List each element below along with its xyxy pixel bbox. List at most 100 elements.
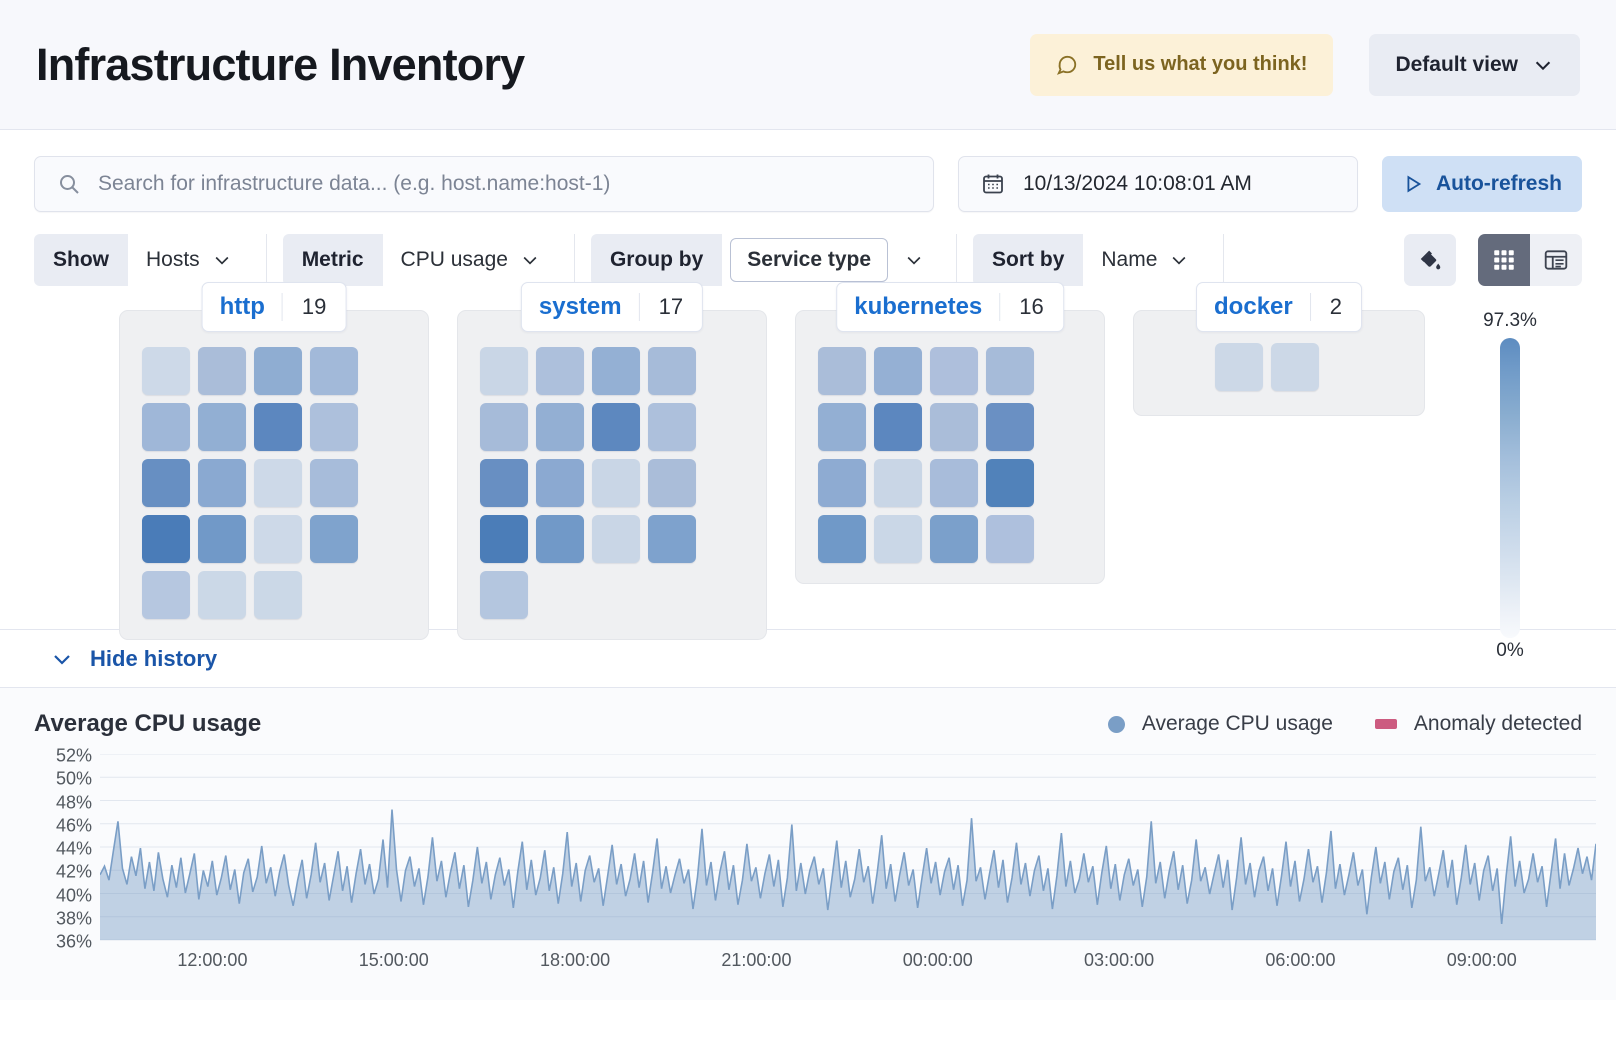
host-cell[interactable] — [142, 571, 190, 619]
auto-refresh-button[interactable]: Auto-refresh — [1382, 156, 1582, 212]
legend-min-value: 0% — [1496, 640, 1524, 661]
host-cell[interactable] — [818, 347, 866, 395]
host-cell[interactable] — [874, 347, 922, 395]
host-cell[interactable] — [198, 571, 246, 619]
host-cell[interactable] — [986, 459, 1034, 507]
grid-view-button[interactable] — [1478, 234, 1530, 286]
host-cell[interactable] — [480, 515, 528, 563]
host-cell[interactable] — [818, 515, 866, 563]
host-cell[interactable] — [930, 515, 978, 563]
host-cell[interactable] — [198, 347, 246, 395]
table-view-button[interactable] — [1530, 234, 1582, 286]
y-tick-label: 40% — [55, 885, 92, 905]
host-cell[interactable] — [480, 347, 528, 395]
host-cell[interactable] — [254, 571, 302, 619]
control-group-by-caret[interactable] — [888, 234, 940, 286]
host-cell[interactable] — [1215, 343, 1263, 391]
group-body — [795, 310, 1105, 584]
host-cell[interactable] — [254, 403, 302, 451]
host-cell[interactable] — [648, 459, 696, 507]
grid-view-icon — [1491, 247, 1517, 273]
legend-item-average-cpu-usage[interactable]: Average CPU usage — [1107, 712, 1333, 736]
host-cell[interactable] — [310, 403, 358, 451]
host-cell[interactable] — [1271, 343, 1319, 391]
host-cell[interactable] — [142, 347, 190, 395]
chart-title: Average CPU usage — [34, 710, 262, 737]
group-count: 19 — [281, 293, 345, 321]
control-group-by-value-text: Service type — [747, 248, 872, 271]
host-cell[interactable] — [648, 403, 696, 451]
host-cell[interactable] — [592, 515, 640, 563]
host-cell[interactable] — [592, 403, 640, 451]
host-cell[interactable] — [254, 515, 302, 563]
play-icon — [1402, 173, 1424, 195]
comment-icon — [1056, 54, 1078, 76]
host-cell[interactable] — [480, 459, 528, 507]
control-group-by: Group by Service type — [590, 234, 958, 286]
legend-label: Average CPU usage — [1141, 712, 1333, 735]
chevron-down-icon — [904, 250, 924, 270]
host-cell[interactable] — [310, 515, 358, 563]
host-cell[interactable] — [142, 459, 190, 507]
host-cell[interactable] — [986, 515, 1034, 563]
host-cell[interactable] — [142, 515, 190, 563]
host-cell[interactable] — [310, 459, 358, 507]
control-group-by-value[interactable]: Service type — [730, 238, 889, 282]
host-cell[interactable] — [198, 515, 246, 563]
color-fill-icon — [1417, 247, 1443, 273]
host-cell[interactable] — [142, 403, 190, 451]
host-cell[interactable] — [986, 403, 1034, 451]
page-header: Infrastructure Inventory Tell us what yo… — [0, 0, 1616, 130]
host-cell[interactable] — [930, 403, 978, 451]
host-cell[interactable] — [592, 459, 640, 507]
host-cell[interactable] — [874, 459, 922, 507]
host-cell[interactable] — [198, 403, 246, 451]
y-tick-label: 52% — [55, 745, 92, 766]
y-tick-label: 50% — [55, 768, 92, 789]
control-show-value[interactable]: Hosts — [128, 234, 250, 286]
host-cell[interactable] — [930, 459, 978, 507]
search-input[interactable]: Search for infrastructure data... (e.g. … — [34, 156, 934, 212]
host-cell[interactable] — [818, 403, 866, 451]
control-sort-by-value[interactable]: Name — [1083, 234, 1207, 286]
host-cell[interactable] — [536, 459, 584, 507]
host-cell[interactable] — [310, 347, 358, 395]
chart-plot-area[interactable] — [100, 754, 1596, 941]
host-cell[interactable] — [986, 347, 1034, 395]
host-cell[interactable] — [536, 515, 584, 563]
host-cell[interactable] — [536, 403, 584, 451]
default-view-button[interactable]: Default view — [1369, 33, 1580, 96]
color-fill-button[interactable] — [1404, 234, 1456, 286]
host-cell[interactable] — [198, 459, 246, 507]
host-cell[interactable] — [648, 347, 696, 395]
host-cell[interactable] — [592, 347, 640, 395]
feedback-button[interactable]: Tell us what you think! — [1030, 33, 1334, 96]
host-cell[interactable] — [254, 459, 302, 507]
hide-history-label: Hide history — [90, 645, 218, 671]
date-picker[interactable]: 10/13/2024 10:08:01 AM — [958, 156, 1358, 212]
chart-area-fill — [100, 809, 1596, 940]
chart-line — [100, 809, 1596, 925]
host-cell[interactable] — [480, 403, 528, 451]
host-cell[interactable] — [254, 347, 302, 395]
host-cell[interactable] — [874, 403, 922, 451]
metric-color-legend: 97.3% 0% — [1464, 310, 1556, 662]
legend-item-anomaly-detected[interactable]: Anomaly detected — [1374, 712, 1582, 736]
chart-svg — [100, 754, 1596, 941]
host-cell[interactable] — [648, 515, 696, 563]
host-cell[interactable] — [818, 459, 866, 507]
host-cell[interactable] — [930, 347, 978, 395]
group-cells — [138, 343, 410, 623]
control-metric-value[interactable]: CPU usage — [383, 234, 558, 286]
legend-label: Anomaly detected — [1413, 712, 1582, 735]
host-cell[interactable] — [874, 515, 922, 563]
chart-legend: Average CPU usage Anomaly detected — [1107, 712, 1582, 736]
host-cell[interactable] — [480, 571, 528, 619]
host-cell[interactable] — [536, 347, 584, 395]
group-body — [119, 310, 429, 640]
